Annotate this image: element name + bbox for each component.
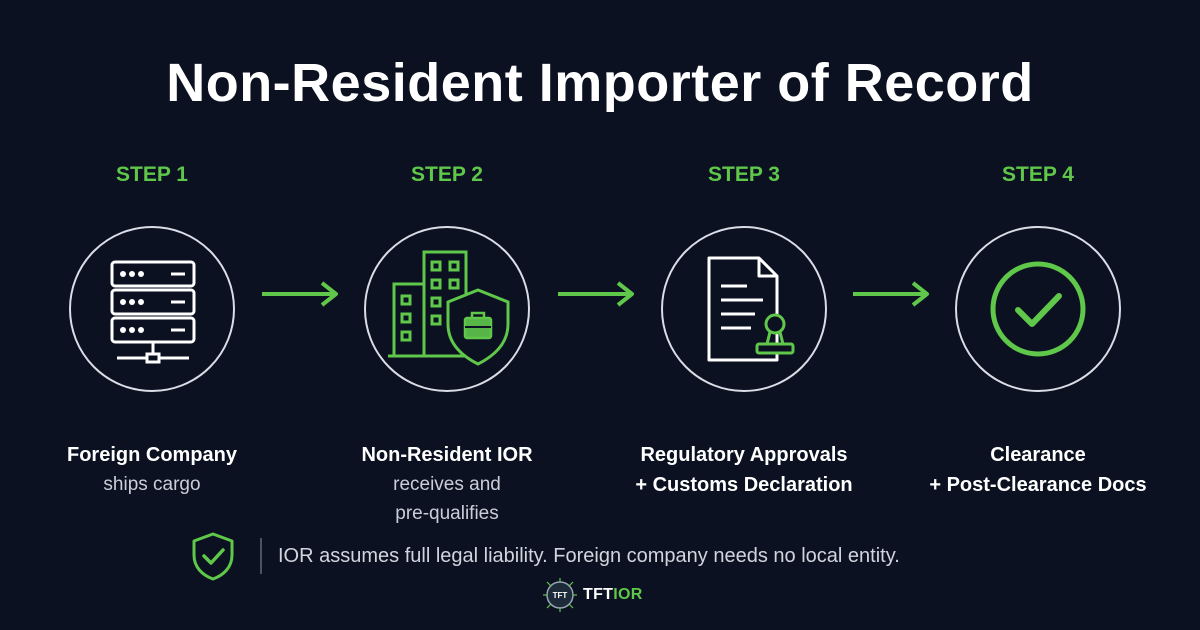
- step-label: STEP 1: [116, 163, 188, 186]
- logo-tft: TFT: [583, 586, 614, 603]
- arrow-icon: [262, 280, 342, 313]
- step-title: Non-Resident IOR: [361, 444, 533, 466]
- step-circle: [661, 226, 827, 392]
- step-sub: pre-qualifies: [395, 503, 499, 524]
- step-title-line-2: + Post-Clearance Docs: [929, 474, 1147, 496]
- document-stamp-icon: [707, 256, 795, 362]
- step-2: STEP 2 Non-Resident IOR receives an: [317, 160, 577, 528]
- logo-wordmark: TFTIOR: [583, 586, 643, 604]
- step-3: STEP 3 Regulatory Approvals + Customs De…: [614, 160, 874, 500]
- step-title: Foreign Company: [66, 444, 237, 466]
- step-label: STEP 3: [708, 163, 780, 186]
- step-title: Regulatory Approvals: [640, 444, 848, 466]
- page-title: Non-Resident Importer of Record: [166, 53, 1034, 113]
- globe-logo-icon: TFT: [543, 578, 577, 612]
- step-title-line-2: + Customs Declaration: [635, 474, 853, 496]
- step-1: STEP 1 Foreign Company ships cargo: [22, 160, 282, 499]
- step-title: Clearance: [990, 444, 1086, 466]
- footer-note: IOR assumes full legal liability. Foreig…: [190, 532, 900, 581]
- step-4: STEP 4 Clearance + Post-Clearance Docs: [908, 160, 1168, 500]
- step-label: STEP 2: [411, 163, 483, 186]
- divider: [260, 538, 262, 574]
- logo-ior: IOR: [613, 586, 643, 603]
- step-circle: [955, 226, 1121, 392]
- step-sub: ships cargo: [103, 474, 201, 495]
- footer-text: IOR assumes full legal liability. Foreig…: [278, 544, 900, 567]
- building-shield-icon: [388, 250, 510, 366]
- shield-check-icon: [192, 532, 234, 581]
- check-circle-icon: [990, 261, 1086, 357]
- arrow-icon: [853, 280, 933, 313]
- step-label: STEP 4: [1002, 163, 1074, 186]
- logo-badge-text: TFT: [553, 591, 568, 600]
- step-circle: [69, 226, 235, 392]
- step-sub: receives and: [393, 474, 501, 495]
- logo: TFT TFTIOR: [543, 578, 643, 612]
- server-icon: [110, 260, 196, 364]
- step-circle: [364, 226, 530, 392]
- arrow-icon: [558, 280, 638, 313]
